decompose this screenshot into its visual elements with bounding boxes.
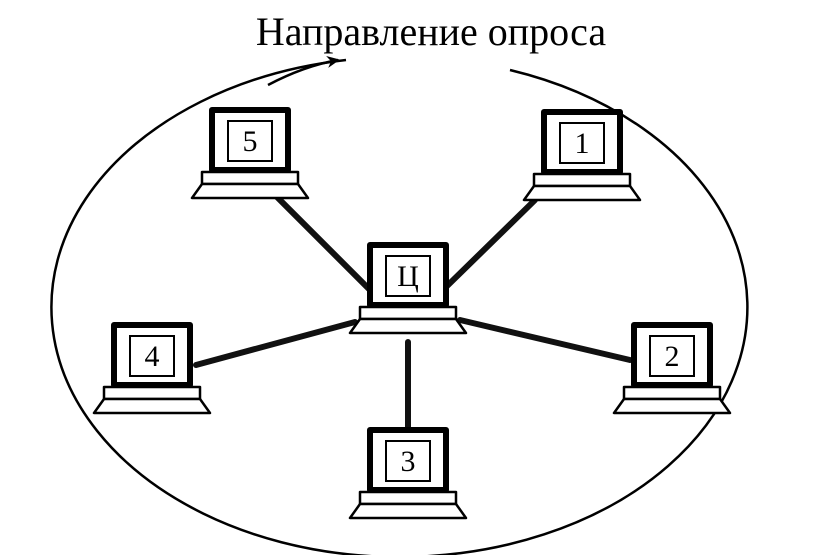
polling-direction-arrow xyxy=(267,56,340,87)
link-hub-4 xyxy=(193,319,358,368)
computer-icon xyxy=(348,242,468,335)
station-label: 4 xyxy=(145,340,160,373)
link-hub-2 xyxy=(457,317,633,363)
station-1: 1 xyxy=(522,109,642,202)
computer-icon xyxy=(522,109,642,202)
polling-direction-caption: Направление опроса xyxy=(256,9,607,54)
station-hub: Ц xyxy=(348,242,468,335)
link-hub-5 xyxy=(272,192,373,293)
station-label: 2 xyxy=(665,340,680,373)
station-label: 3 xyxy=(401,445,416,478)
link-hub-1 xyxy=(442,197,538,291)
station-5: 5 xyxy=(190,107,310,200)
computer-icon xyxy=(92,322,212,415)
computer-icon xyxy=(612,322,732,415)
polling-ring xyxy=(50,58,749,555)
links-layer xyxy=(193,192,633,435)
station-label: Ц xyxy=(397,260,419,293)
computer-icon xyxy=(348,427,468,520)
station-4: 4 xyxy=(92,322,212,415)
station-label: 1 xyxy=(575,127,590,160)
station-3: 3 xyxy=(348,427,468,520)
computer-icon xyxy=(190,107,310,200)
station-label: 5 xyxy=(243,125,258,158)
station-2: 2 xyxy=(612,322,732,415)
